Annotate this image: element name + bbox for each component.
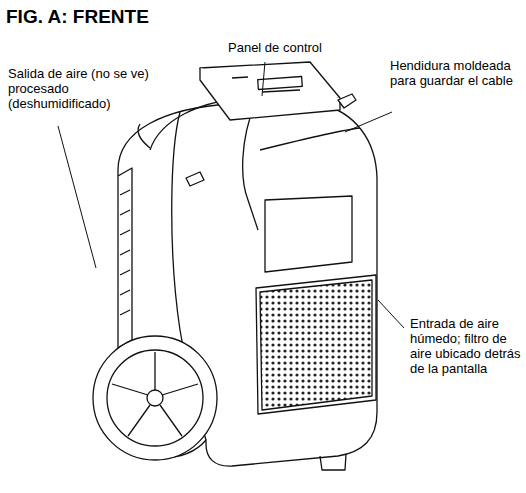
wheel xyxy=(93,336,217,460)
foot xyxy=(320,454,346,470)
callout-label: Entrada de aire húmedo; filtro de aire u… xyxy=(410,316,522,376)
callout-label: Hendidura moldeada para guardar el cable xyxy=(390,58,515,88)
grill-frame xyxy=(256,275,376,414)
callout-label: Salida de aire (no se ve) procesado (des… xyxy=(8,66,158,111)
panel-buttons xyxy=(232,77,300,92)
body-seam xyxy=(243,104,258,230)
control-panel-side xyxy=(200,68,340,120)
leader-line xyxy=(345,112,392,132)
vent-slats xyxy=(120,190,130,315)
upper-window xyxy=(265,196,352,272)
air-intake-grill xyxy=(260,280,372,410)
wheel-hub xyxy=(147,390,163,406)
leader-line xyxy=(58,126,96,268)
display xyxy=(258,76,303,89)
side-vents xyxy=(118,168,132,348)
callout-label: Panel de control xyxy=(228,40,358,55)
wheel-spokes xyxy=(112,352,198,436)
figure-title: FIG. A: FRENTE xyxy=(6,6,149,28)
wheel-rim xyxy=(107,350,203,446)
leader-line xyxy=(378,300,404,328)
cord-hook xyxy=(186,94,356,186)
power-cord xyxy=(138,124,150,148)
leader-line xyxy=(262,62,265,96)
